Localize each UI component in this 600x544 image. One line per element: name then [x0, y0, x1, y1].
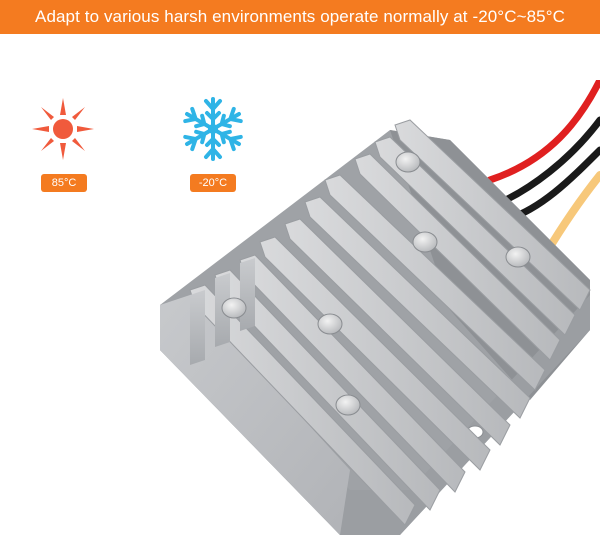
cold-temperature-badge: -20°C — [190, 174, 236, 192]
sun-icon — [32, 98, 94, 160]
converter-product-image — [160, 80, 600, 535]
header-banner: Adapt to various harsh environments oper… — [0, 0, 600, 34]
snowflake-icon — [183, 97, 243, 161]
screw-heads — [221, 151, 531, 416]
hot-temperature-badge: 85°C — [41, 174, 87, 192]
heatsink-fins — [189, 119, 591, 526]
banner-text: Adapt to various harsh environments oper… — [35, 7, 565, 26]
